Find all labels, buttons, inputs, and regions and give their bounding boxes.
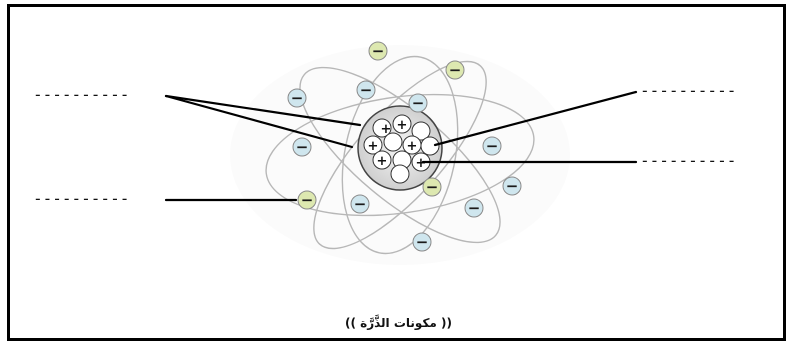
electron-icon [368,41,388,61]
electron-sign: − [291,89,304,107]
electron-icon [292,137,312,157]
electron-sign: − [416,233,429,251]
proton-sign: + [397,118,408,133]
electron-icon [482,136,502,156]
neutron-icon [411,121,431,141]
neutron-icon [383,132,403,152]
proton-icon [372,150,392,170]
electron-sign: − [372,42,385,60]
leader-line-protons-a [164,94,362,127]
electron-sign: − [296,138,309,156]
neutron-icon [390,164,410,184]
electron-sign: − [301,191,314,209]
electron-sign: − [449,61,462,79]
electron-icon [297,190,317,210]
electron-sign: − [412,94,425,112]
proton-icon [392,114,412,134]
nucleus-particles [363,114,440,184]
electron-sign: − [468,199,481,217]
electron-icon [422,177,442,197]
electron-sign: − [506,177,519,195]
electron-icon [287,88,307,108]
electron-icon [445,60,465,80]
electrons [287,41,522,252]
blank-bottom-left[interactable]: ---------- [33,189,129,208]
answer-blanks: ---------- ---------- ---------- -------… [33,81,736,208]
proton-icon [363,135,383,155]
electron-sign: − [354,195,367,213]
electron-sign: − [486,137,499,155]
blank-top-right[interactable]: ---------- [640,81,736,100]
electron-marks: − − − − − − − − − − − − − [291,42,519,251]
orbit-1 [265,93,535,217]
proton-sign: + [381,122,392,137]
orbit-4 [341,55,459,255]
proton-sign: + [416,156,427,171]
neutron-icon [372,118,392,138]
proton-marks: + + + + + + [368,118,427,171]
electron-sign: − [360,81,373,99]
electron-icon [464,198,484,218]
proton-sign: + [368,139,379,154]
electron-icon [350,194,370,214]
blank-top-left[interactable]: ---------- [33,85,129,104]
electron-icon [502,176,522,196]
electron-icon [412,232,432,252]
diagram-caption: (( مكونات الذَّرَّة )) [344,316,452,330]
electron-icon [408,93,428,113]
proton-sign: + [377,154,388,169]
proton-sign: + [407,139,418,154]
leader-line-protons-b [164,94,354,149]
neutron-icon [420,136,440,156]
electron-sign: − [426,178,439,196]
leader-lines [164,90,638,202]
nucleus: + + + + + + [357,105,443,191]
leader-line-neutron [433,90,638,147]
blank-bottom-right[interactable]: ---------- [640,151,736,170]
electron-icon [356,80,376,100]
